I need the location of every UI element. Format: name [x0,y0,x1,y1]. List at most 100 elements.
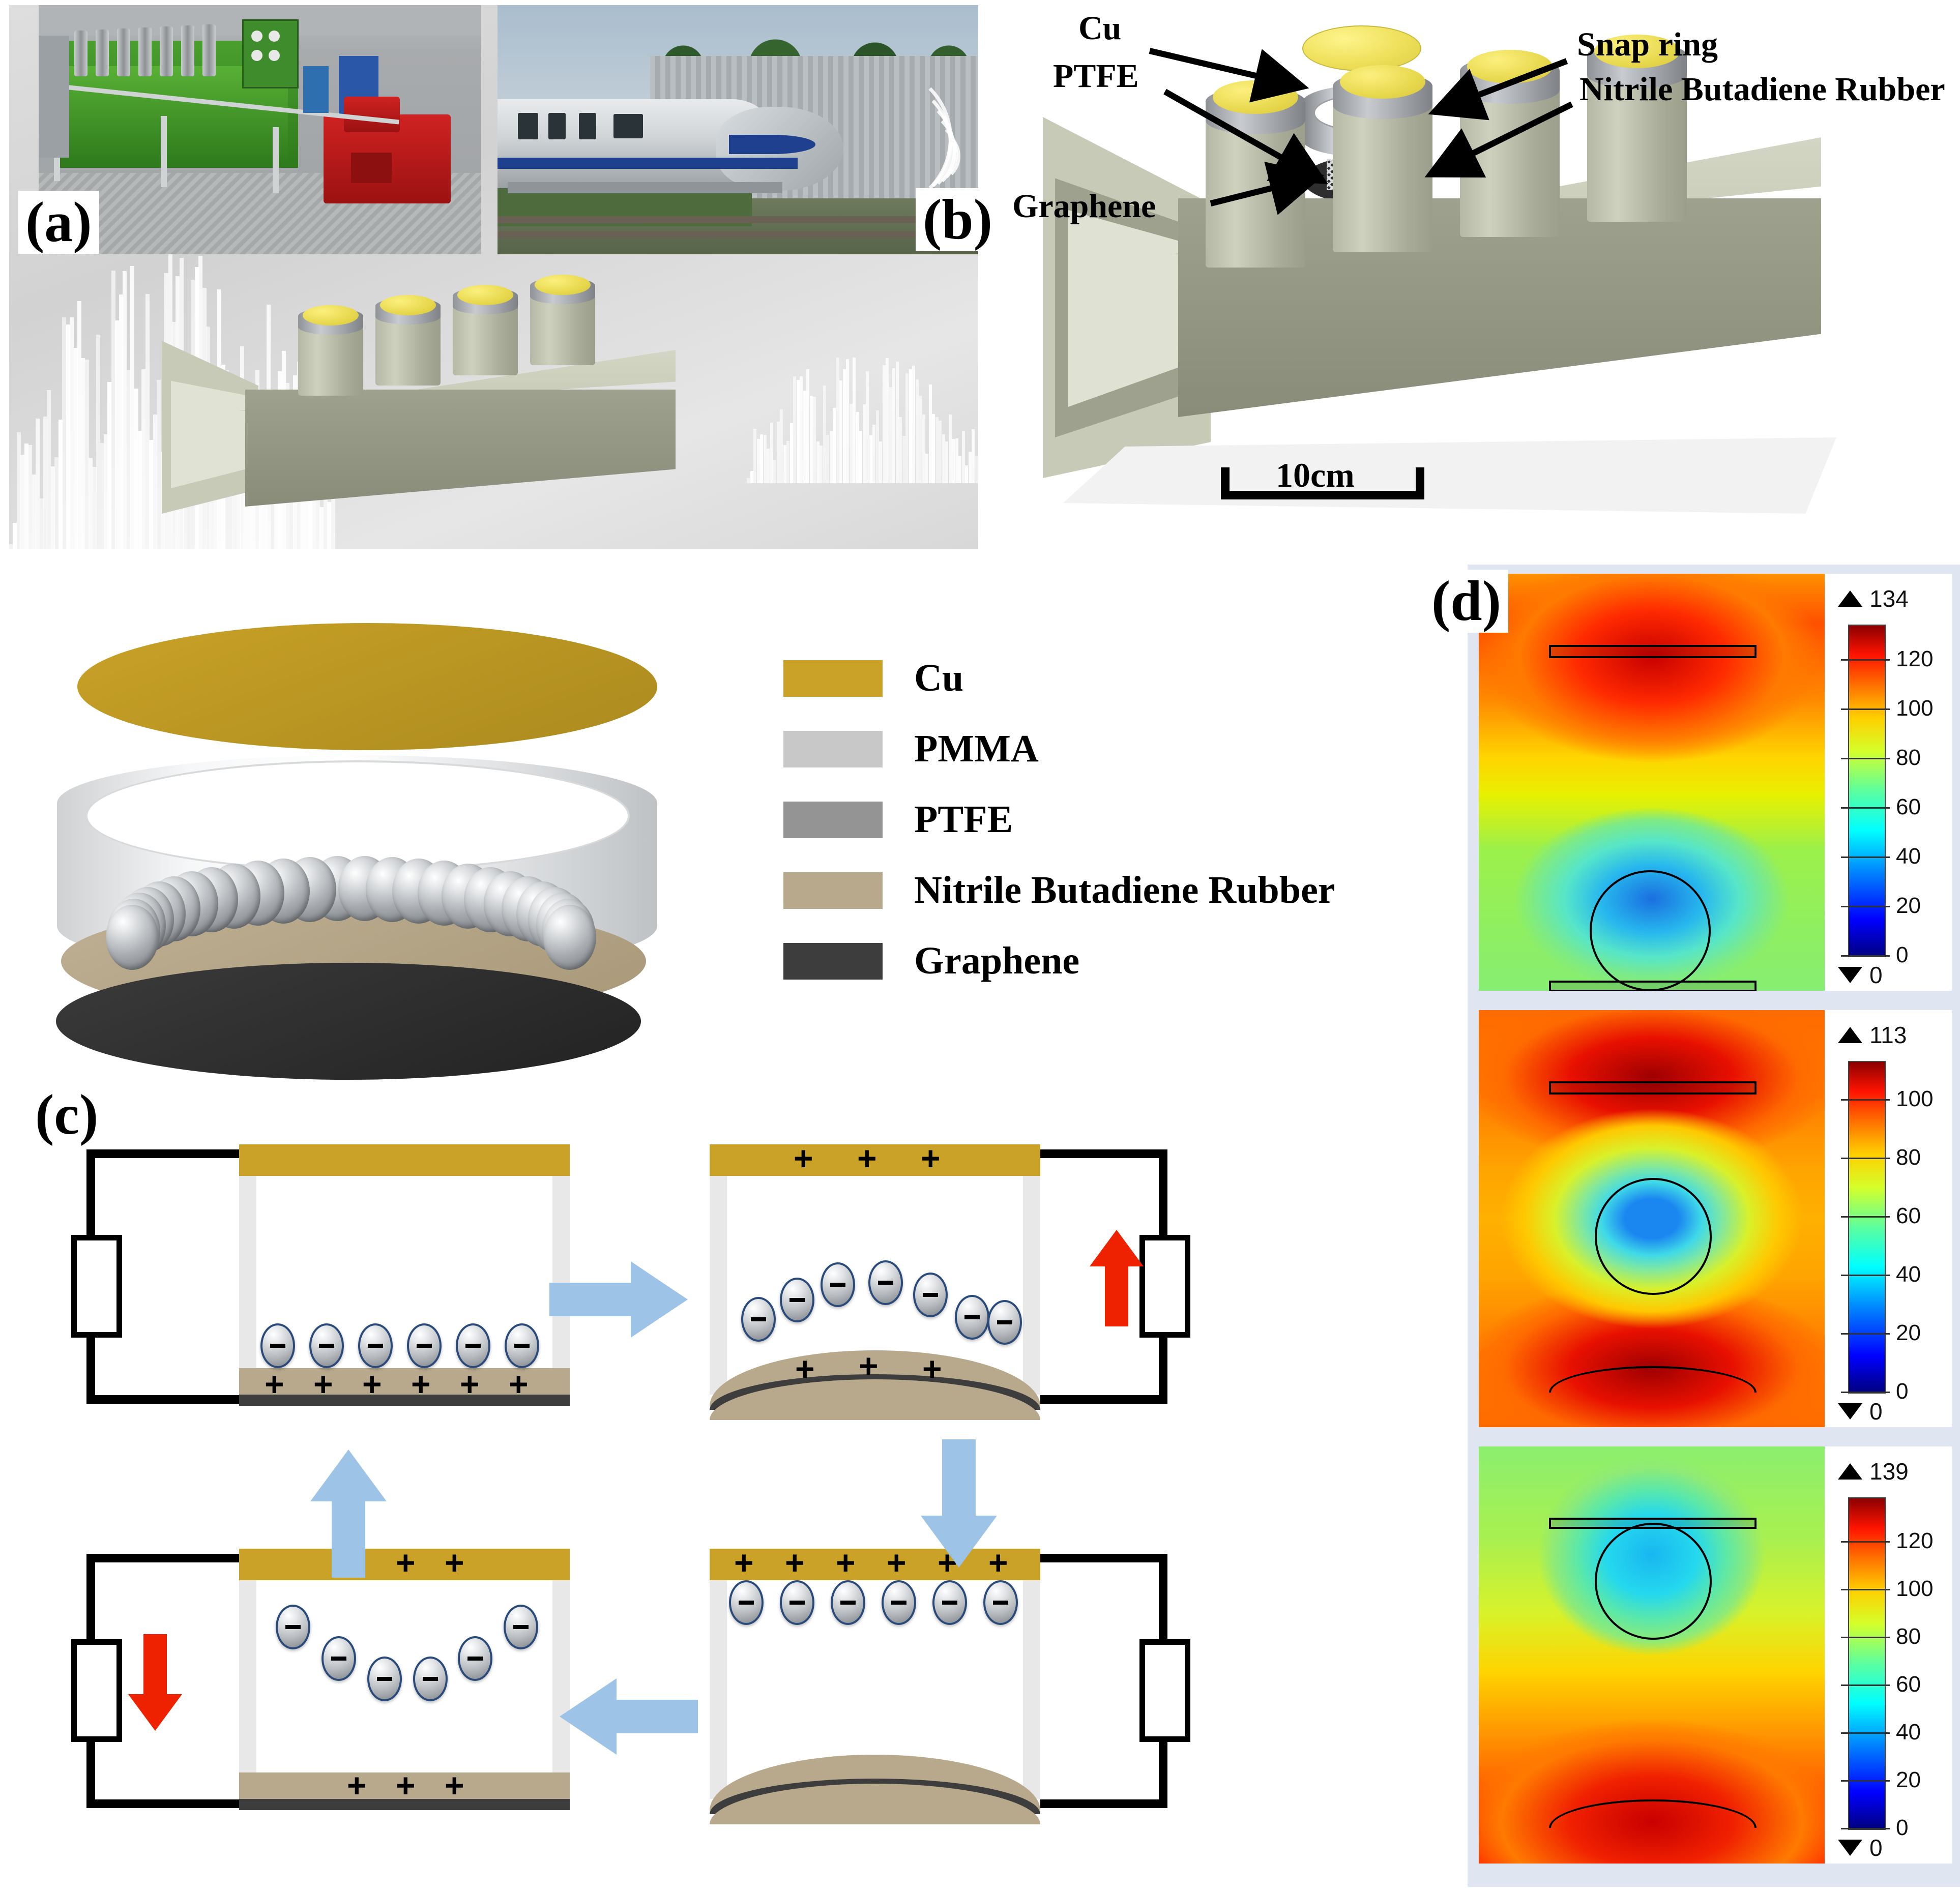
waveform-bar [836,358,839,483]
plus-sign: + [859,1347,879,1384]
panel-d: 134 0 20 40 60 80 100 120 0 [1468,565,1960,1887]
colorbar-min-label-2: 0 [1869,1398,1883,1425]
callout-nbr: Nitrile Butadiene Rubber [1579,71,1945,108]
waveform-bar [81,358,85,549]
waveform-bar [866,371,869,483]
colorbar-min-2: 0 [1838,1398,1883,1425]
tick-40: 40 [1896,1720,1921,1745]
cycle-state-beads-falling: + + + + + + [71,1546,605,1834]
colorbar-min-1: 0 [1838,961,1883,989]
waveform-bar [119,294,123,549]
tick-20: 20 [1896,1320,1921,1345]
waveform-bar [939,421,942,483]
waveform-bar [62,317,67,549]
waveform-bar [111,270,115,549]
legend-row-pmma: PMMA [783,727,1419,771]
colorbar-min-label-3: 0 [1869,1835,1883,1861]
colorbar-max-label-1: 134 [1869,585,1909,612]
plus-sign: + [922,1350,942,1387]
legend-label-ptfe: PTFE [914,798,1013,841]
current-arrow-down [128,1634,182,1731]
waveform-bar [66,324,70,549]
waveform-bar [961,431,965,483]
waveform-bar [763,434,767,483]
waveform-bar [36,419,40,549]
waveform-bar [786,440,789,483]
plus-sign: + [795,1350,815,1387]
colorbar-min-label-1: 0 [1869,962,1883,988]
waveform-bar [968,451,972,483]
exploded-bead [106,905,159,970]
waveform-bar [28,445,33,549]
tick-120: 120 [1896,1528,1934,1553]
waveform-bar [138,430,142,549]
tick-0: 0 [1896,942,1909,967]
waveform-bar [922,415,925,483]
tick-100: 100 [1896,1086,1934,1111]
waveform-bar [955,438,958,483]
waveform-bar [756,439,760,483]
top-plate-1 [1549,645,1757,658]
field-map-1 [1479,574,1825,991]
colorbar-3: 139 0 20 40 60 80 100 120 0 [1825,1446,1952,1864]
waveform-bar [948,415,952,483]
waveform-bar [315,454,320,549]
waveform-bar [859,431,862,483]
cycle-state-membrane-up-beads-rising: + + + + + + [710,1139,1228,1429]
waveform-bar [826,435,829,483]
resistor-1 [71,1235,122,1338]
waveform-bar [912,365,915,483]
waveform-bar [767,449,770,483]
callout-ptfe: PTFE [1053,57,1139,95]
waveform-bar [753,428,756,483]
colorbar-max-label-3: 139 [1869,1458,1909,1485]
waveform-bar [928,385,932,483]
waveform-bar [776,422,780,483]
triangle-up-icon [1838,1027,1862,1043]
resistor-3 [1139,1639,1190,1742]
waveform-bar [935,417,939,483]
triangle-down-icon [1838,1403,1862,1420]
waveform-bar [813,396,816,483]
legend-row-graphene: Graphene [783,939,1419,983]
waveform-bar [20,454,25,549]
waveform-bar [806,369,809,483]
waveform-bar [829,431,833,483]
legend-row-ptfe: PTFE [783,797,1419,842]
plus-sign: + [794,1139,813,1177]
waveform-bar [16,432,21,549]
exploded-pmma-ring-hole [85,760,630,871]
waveform-bar [869,435,872,483]
bead-2 [1595,1178,1712,1295]
plus-sign: + [836,1544,856,1581]
bead-3 [1595,1523,1712,1640]
bottom-plate-3 [1549,1799,1757,1828]
tick-0: 0 [1896,1379,1909,1404]
tick-20: 20 [1896,893,1921,918]
plus-sign: + [396,1766,416,1804]
waveform-bar [882,365,886,483]
triangle-down-icon [1838,967,1862,983]
waveform-bar [892,368,895,483]
colorbar-max-3: 139 [1838,1458,1909,1485]
waveform-bar [952,439,955,483]
waveform-bar [823,386,826,483]
waveform-bar [915,379,919,483]
colorbar-1: 134 0 20 40 60 80 100 120 0 [1825,574,1952,991]
panel-b-label: (b) [916,188,1000,251]
waveform-bar [96,334,101,549]
waveform-bar [783,445,786,483]
waveform-bar [975,456,978,483]
waveform-bar [909,369,912,483]
cu-electrode-2 [710,1144,1040,1176]
plus-sign: + [734,1544,754,1581]
high-speed-train-photo [498,5,978,254]
tick-60: 60 [1896,1672,1921,1697]
waveform-bar [141,369,146,549]
waveform-bar [84,360,89,549]
graphene-layer-1 [239,1395,570,1406]
waveform-attenuated [747,320,978,483]
waveform-bar [77,301,81,549]
legend-label-cu: Cu [914,657,964,699]
